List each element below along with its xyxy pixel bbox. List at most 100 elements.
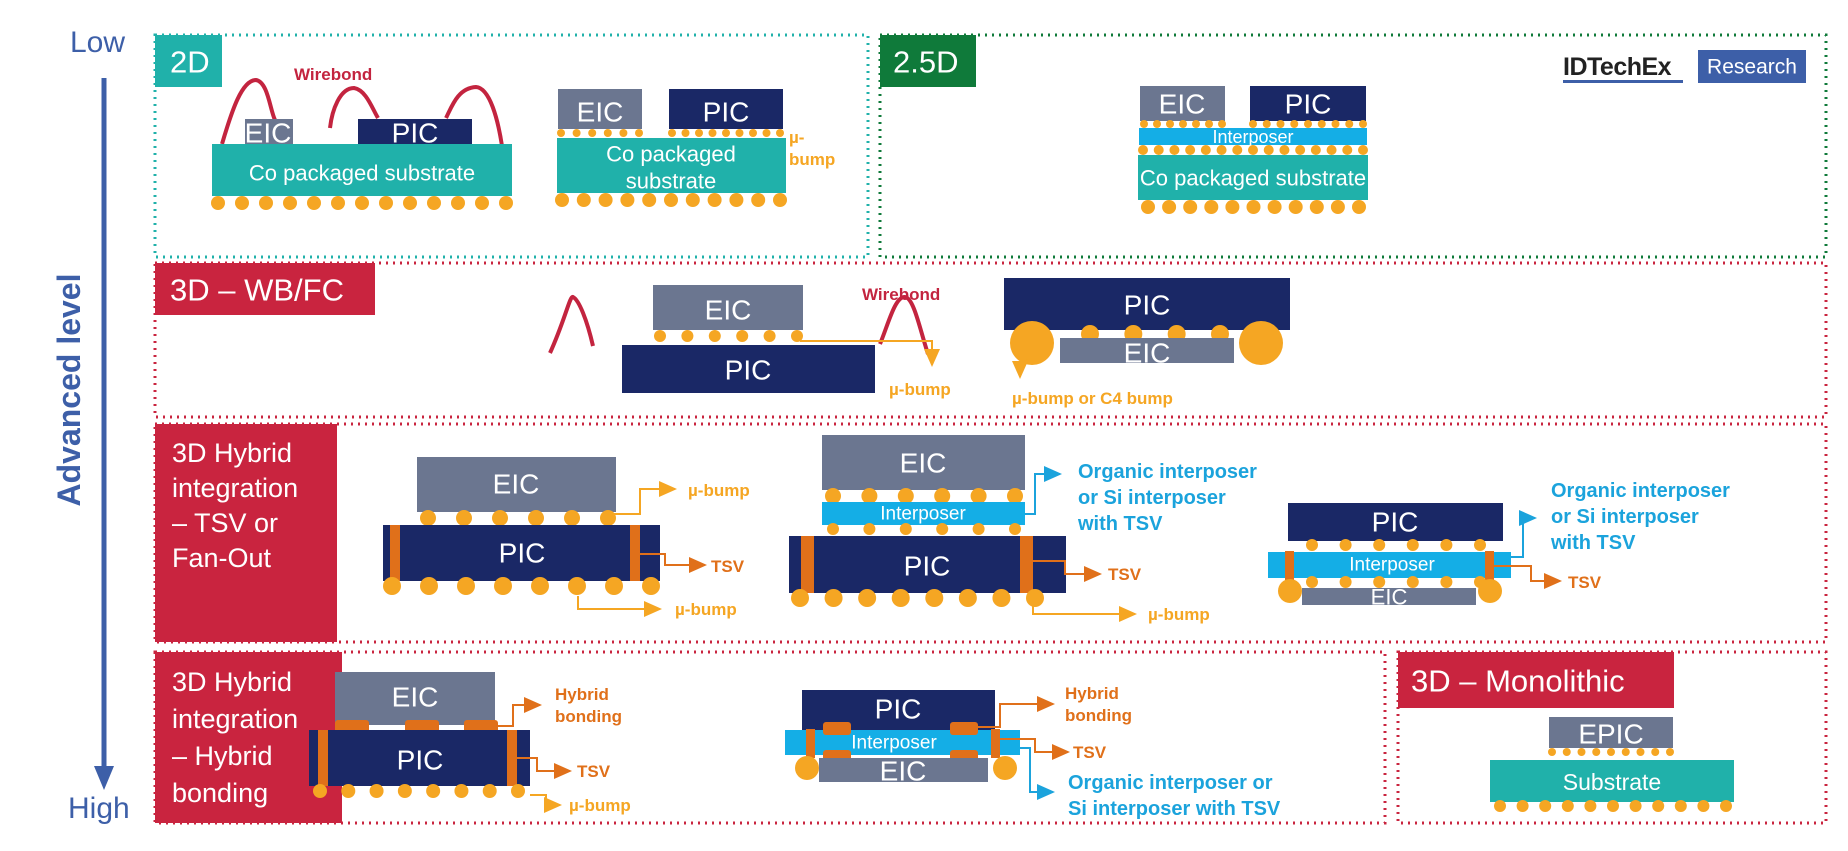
solder-bump xyxy=(420,577,438,595)
chip-eic xyxy=(822,435,1025,490)
substrate-label: Substrate xyxy=(1563,769,1661,795)
bump-note: µ-bump or C4 bump xyxy=(1012,389,1173,408)
interposer-leader xyxy=(1020,747,1055,800)
section-3d-mono-label-box xyxy=(1398,652,1674,708)
hb-package-a: EIC PIC Hybrid bonding TSV µ-bump xyxy=(309,672,631,815)
solder-bump xyxy=(735,129,744,137)
solder-bump xyxy=(824,589,843,607)
chip-pic-label: PIC xyxy=(725,355,772,386)
solder-bump xyxy=(259,196,273,210)
interposer-note-line: or Si interposer xyxy=(1551,506,1699,528)
bump-row xyxy=(1494,800,1732,812)
interposer-note-line: with TSV xyxy=(1550,532,1636,554)
hb-label-line: bonding xyxy=(1065,706,1132,725)
solder-bump xyxy=(499,196,513,210)
wirebond-wire xyxy=(548,294,595,354)
bump-row xyxy=(557,129,643,137)
3d-wirebond-package: EIC PIC Wirebond µ-bump xyxy=(548,285,951,399)
solder-bump xyxy=(619,129,628,137)
chip-eic xyxy=(819,758,988,782)
section-3d-monolithic: 3D – Monolithic EPIC Substrate xyxy=(1396,650,1828,825)
solder-bump xyxy=(369,784,384,798)
solder-bump xyxy=(664,193,678,207)
wirebond-label: Wirebond xyxy=(862,285,940,304)
c4-bump xyxy=(1278,579,1302,603)
solder-bump xyxy=(1153,120,1161,128)
chip-eic-label: EIC xyxy=(245,118,292,149)
solder-bump xyxy=(235,196,249,210)
bump-row xyxy=(1140,120,1226,128)
solder-bump xyxy=(1494,800,1506,812)
solder-bump xyxy=(1290,120,1299,128)
section-3d-hb-label-line: 3D Hybrid xyxy=(172,667,292,697)
solder-bump xyxy=(1306,576,1318,588)
solder-bump xyxy=(1295,145,1306,155)
solder-bump xyxy=(1342,145,1353,155)
solder-bump xyxy=(763,330,776,342)
section-3d-hb-label-line: bonding xyxy=(172,778,268,808)
section-3d-mono-frame xyxy=(1396,650,1828,825)
solder-bump xyxy=(776,129,784,137)
solder-bump xyxy=(1262,120,1271,128)
solder-bump xyxy=(1373,576,1386,588)
solder-bump xyxy=(642,577,660,595)
solder-bump xyxy=(598,193,613,207)
tsv-label: TSV xyxy=(711,557,745,576)
bump-row xyxy=(825,488,1023,504)
solder-bump xyxy=(972,523,985,535)
solder-bump xyxy=(1326,145,1337,155)
solder-bump xyxy=(1440,576,1453,588)
axis-arrowhead-icon xyxy=(94,766,114,790)
solder-bump xyxy=(454,784,469,798)
axis-title: Advanced level xyxy=(51,274,87,507)
solder-bump xyxy=(970,488,987,504)
solder-bump xyxy=(1440,539,1453,551)
solder-bump xyxy=(707,193,722,207)
solder-bump xyxy=(1674,800,1687,812)
solder-bump xyxy=(564,510,580,526)
substrate-label-line2: substrate xyxy=(626,169,717,194)
solder-bump xyxy=(1592,748,1601,756)
interposer xyxy=(1139,128,1367,145)
solder-bump xyxy=(1607,800,1619,812)
c4-bump xyxy=(993,756,1017,780)
bump-row xyxy=(313,784,525,798)
chip-eic-label: EIC xyxy=(900,448,947,479)
solder-bump xyxy=(1276,120,1285,128)
logo-tag-box xyxy=(1698,50,1806,83)
bump-row xyxy=(827,523,1021,535)
solder-bump xyxy=(1185,145,1196,155)
section-2-5d-frame xyxy=(878,33,1828,259)
interposer-note-line: Organic interposer xyxy=(1551,480,1730,502)
tsv-leader xyxy=(517,757,572,779)
chip-pic-label: PIC xyxy=(875,694,922,725)
solder-bump xyxy=(825,488,841,504)
wirebond-label: Wirebond xyxy=(294,65,372,84)
solder-bump xyxy=(708,129,717,137)
solder-bump xyxy=(1561,800,1574,812)
solder-bump xyxy=(620,193,635,207)
solder-bump xyxy=(1666,748,1674,756)
axis-low-label: Low xyxy=(70,26,125,59)
bump-row xyxy=(383,577,660,595)
solder-bump xyxy=(555,193,569,207)
substrate-label: Co packaged substrate xyxy=(249,161,475,186)
logo-underline xyxy=(1563,80,1683,83)
chip-pic xyxy=(1004,278,1290,330)
logo-tag: Research xyxy=(1707,56,1797,79)
solder-bump xyxy=(654,330,666,342)
chip-eic xyxy=(1302,588,1476,605)
solder-bump xyxy=(773,193,787,207)
interposer-note-line: with TSV xyxy=(1077,513,1163,535)
bump-row xyxy=(791,589,1044,607)
section-3d-tsv-label-line: 3D Hybrid xyxy=(172,438,292,468)
section-3d-tsv-label-line: – TSV or xyxy=(172,508,278,538)
solder-bump xyxy=(475,196,489,210)
tsv-label: TSV xyxy=(1108,565,1142,584)
solder-bump xyxy=(685,193,700,207)
axis-high-label: High xyxy=(68,792,130,825)
tsv-package-c: PIC Interposer EIC Organic interposer or… xyxy=(1268,480,1730,610)
solder-bump xyxy=(1629,800,1642,812)
section-3d-wbfc: 3D – WB/FC EIC PIC Wirebond µ-bump PIC E… xyxy=(153,261,1828,419)
solder-bump xyxy=(1232,145,1243,155)
